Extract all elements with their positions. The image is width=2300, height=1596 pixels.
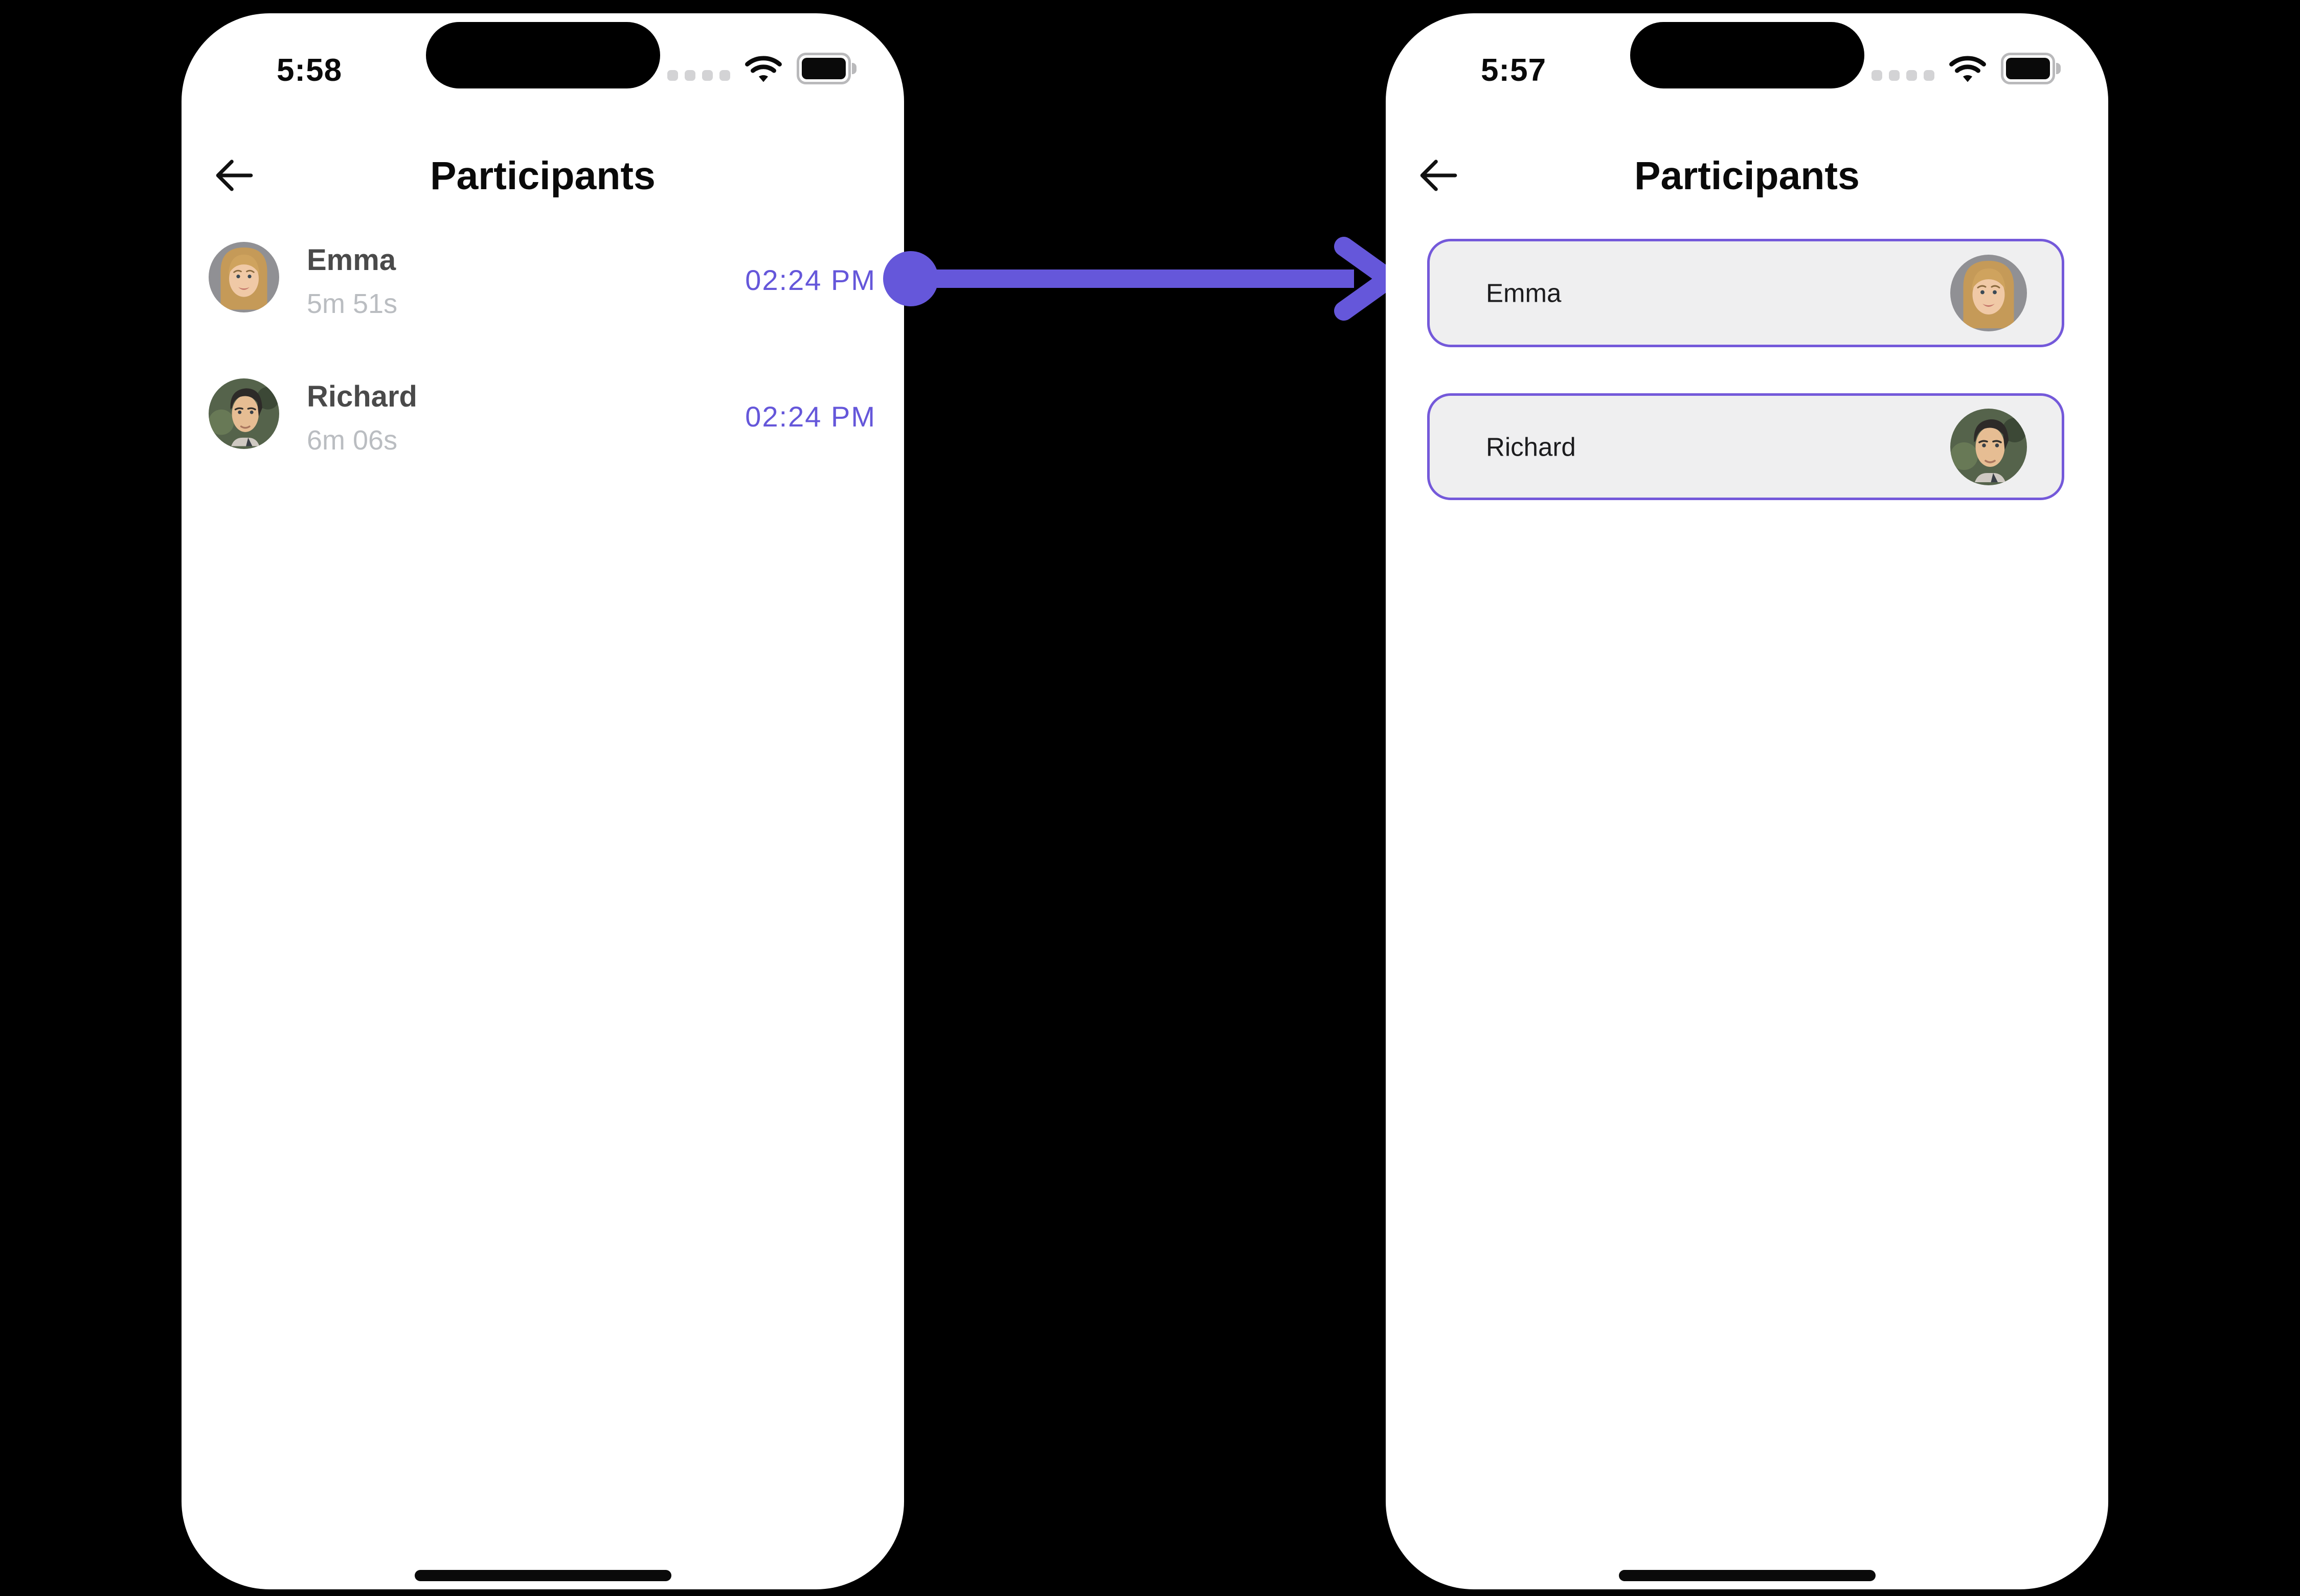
wifi-icon (1949, 56, 1986, 82)
status-time: 5:58 (276, 53, 343, 88)
richard-avatar (209, 378, 279, 449)
status-icons (1871, 53, 2061, 84)
participant-name: Emma (1486, 278, 1562, 308)
participant-card-richard[interactable]: Richard (1427, 393, 2064, 500)
wifi-icon (745, 56, 782, 82)
richard-avatar (1950, 408, 2027, 485)
transition-arrow-icon (883, 237, 1399, 321)
participant-duration: 5m 51s (307, 288, 398, 319)
battery-icon (797, 53, 856, 84)
emma-avatar-image (1950, 255, 2027, 331)
home-indicator[interactable] (1618, 1570, 1876, 1581)
home-indicator[interactable] (414, 1570, 671, 1581)
right-phone: 5:57 Participants Emma (1386, 13, 2108, 1589)
participant-name: Richard (1486, 432, 1576, 461)
back-button[interactable] (209, 152, 258, 198)
status-icons (667, 53, 856, 84)
status-time: 5:57 (1480, 53, 1547, 88)
dynamic-island (425, 22, 660, 88)
left-navigation-bar: Participants (182, 145, 904, 207)
battery-icon (2001, 53, 2061, 84)
left-phone: 5:58 Participants (182, 13, 904, 1589)
cellular-signal-icon (667, 70, 730, 81)
participant-card-emma[interactable]: Emma (1427, 239, 2064, 347)
richard-avatar-image (209, 378, 279, 449)
participant-row-emma[interactable]: Emma 5m 51s 02:24 PM (209, 242, 876, 319)
participant-duration: 6m 06s (307, 425, 398, 456)
emma-avatar (209, 242, 279, 312)
participant-name: Richard (307, 380, 417, 413)
page-title: Participants (1634, 154, 1860, 198)
participant-join-time: 02:24 PM (745, 400, 876, 433)
page-title: Participants (430, 154, 656, 198)
emma-avatar-image (209, 242, 279, 312)
participant-name: Emma (307, 243, 396, 277)
cellular-signal-icon (1871, 70, 1934, 81)
participant-row-richard[interactable]: Richard 6m 06s 02:24 PM (209, 378, 876, 456)
dynamic-island (1630, 22, 1864, 88)
right-navigation-bar: Participants (1386, 145, 2108, 207)
back-button[interactable] (1413, 152, 1462, 198)
richard-avatar-image (1950, 408, 2027, 485)
emma-avatar (1950, 255, 2027, 331)
participant-join-time: 02:24 PM (745, 264, 876, 296)
